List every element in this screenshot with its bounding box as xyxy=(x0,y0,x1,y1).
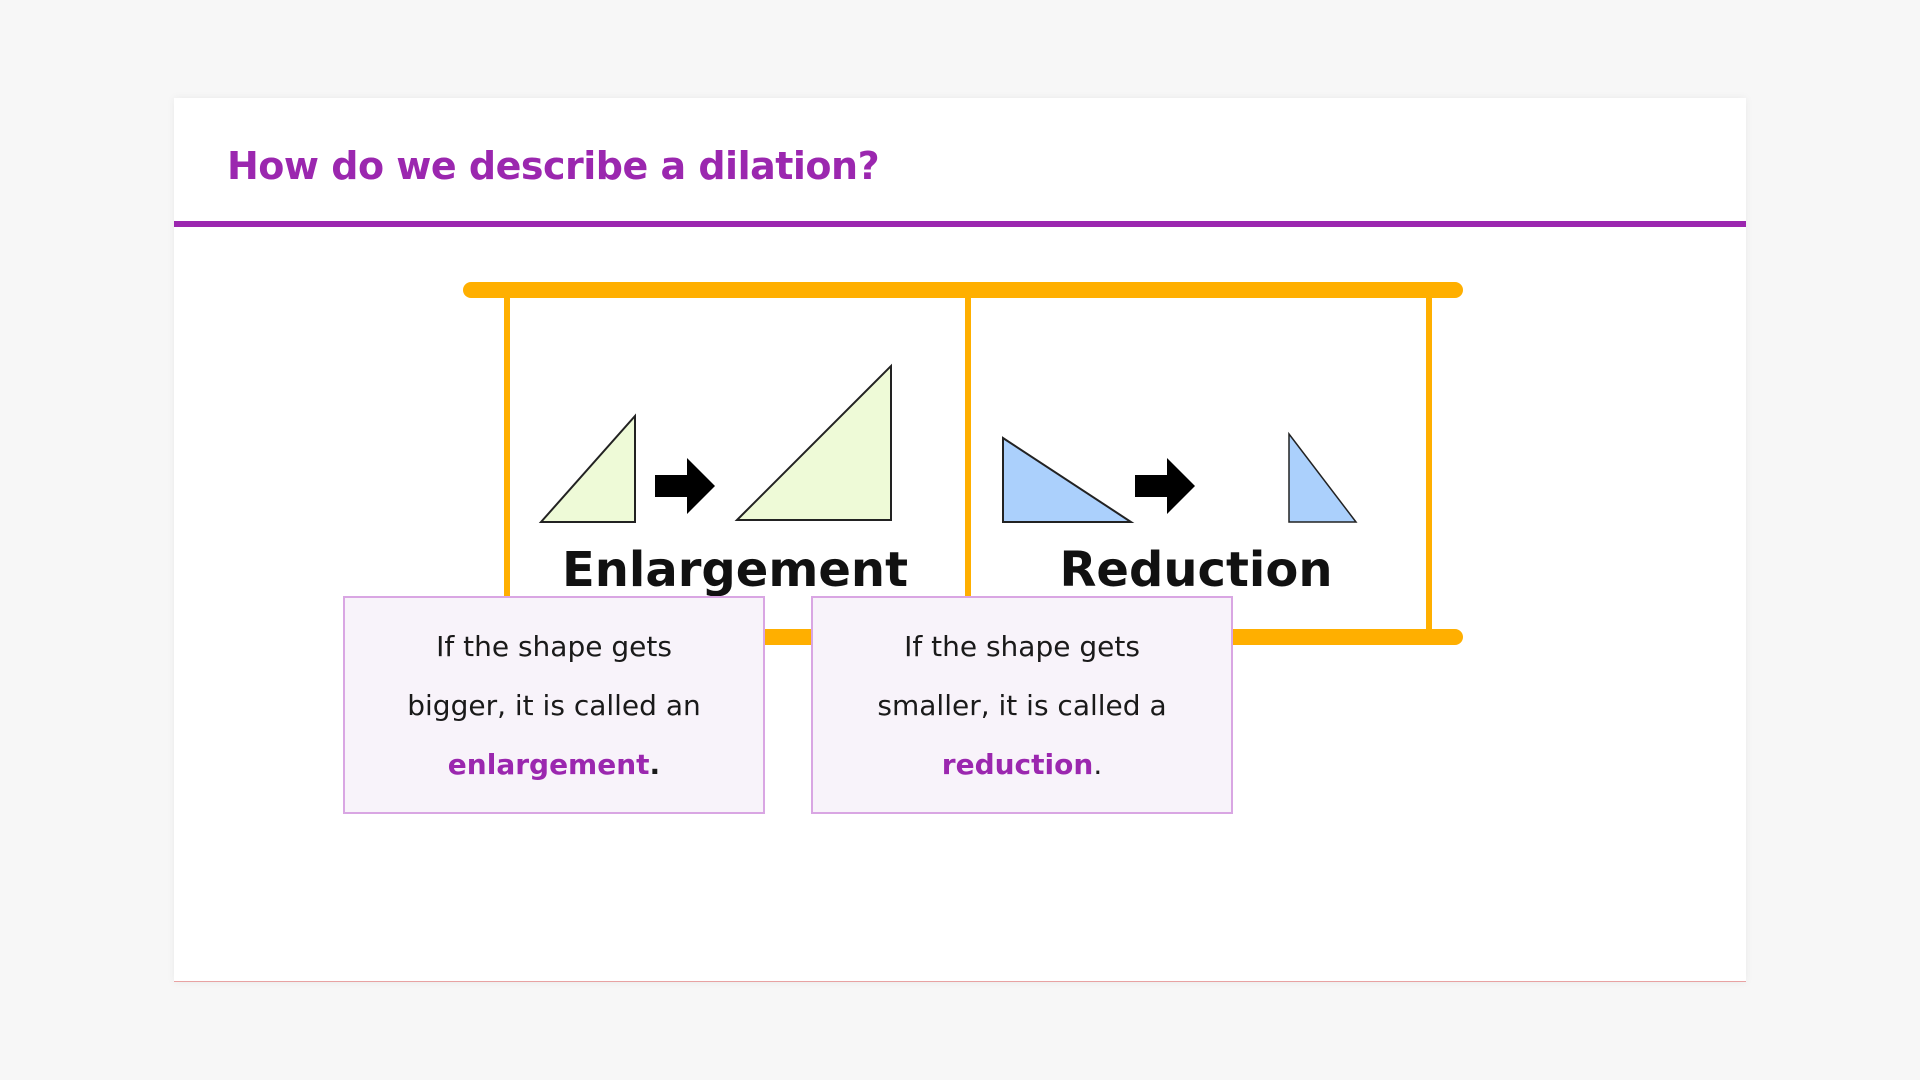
small-blue-triangle xyxy=(1288,431,1358,523)
enlargement-definition-body: If the shape gets bigger, it is called a… xyxy=(407,629,701,722)
enlargement-label: Enlargement xyxy=(562,542,908,598)
reduction-label: Reduction xyxy=(1059,542,1332,598)
reduction-keyword: reduction xyxy=(941,747,1094,781)
enlargement-period: . xyxy=(649,747,661,781)
dilation-diagram-svg: Enlargement Reduction xyxy=(463,282,1463,645)
large-blue-triangle xyxy=(1002,436,1135,523)
enlargement-keyword: enlargement xyxy=(447,747,650,781)
slide-title: How do we describe a dilation? xyxy=(227,144,880,188)
slide: How do we describe a dilation? Enlargeme… xyxy=(174,98,1746,982)
enlargement-definition-text: If the shape gets bigger, it is called a… xyxy=(384,617,724,794)
reduction-period: . xyxy=(1093,747,1103,781)
reduction-definition-text: If the shape gets smaller, it is called … xyxy=(852,617,1192,794)
reduction-arrow-icon xyxy=(1135,458,1195,514)
title-underline xyxy=(174,221,1746,227)
reduction-definition-body: If the shape gets smaller, it is called … xyxy=(877,629,1167,722)
small-green-triangle xyxy=(538,413,636,523)
large-green-triangle xyxy=(734,363,892,521)
enlargement-definition-box: If the shape gets bigger, it is called a… xyxy=(343,596,765,814)
dilation-diagram: Enlargement Reduction xyxy=(463,278,1463,650)
slide-bottom-border xyxy=(174,981,1746,982)
enlargement-arrow-icon xyxy=(655,458,715,514)
reduction-definition-box: If the shape gets smaller, it is called … xyxy=(811,596,1233,814)
